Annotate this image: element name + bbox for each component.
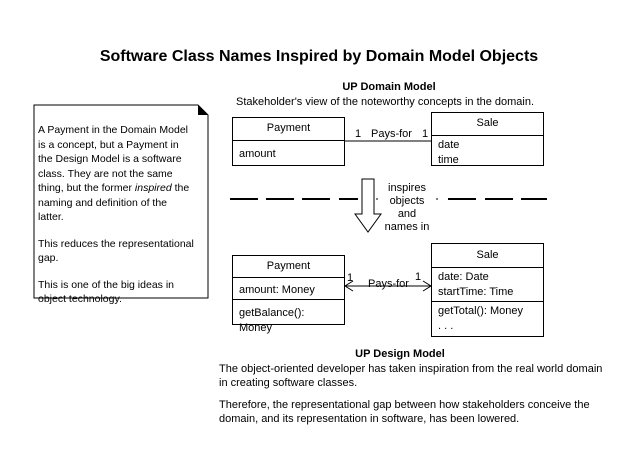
note-outline: [33, 104, 209, 299]
note-line: class. They are not the same: [38, 167, 173, 180]
design-model-description: The object-oriented developer has taken …: [219, 362, 602, 426]
class-attribute: time: [438, 154, 459, 166]
design-association-label: Pays-for: [368, 278, 409, 290]
description-spacer: [219, 390, 602, 398]
explanatory-note: A Payment in the Domain Model is a conce…: [34, 105, 208, 305]
class-attribute: amount: Money: [233, 277, 344, 299]
description-line: Therefore, the representational gap betw…: [219, 399, 590, 411]
inspires-label: inspires objects and names in: [380, 182, 434, 234]
domain-model-subtitle: Stakeholder's view of the noteworthy con…: [236, 96, 535, 108]
class-operation: getTotal(): Money: [438, 305, 523, 317]
domain-payment-class: Payment amount: [232, 117, 345, 166]
domain-sale-class: Sale date time: [431, 112, 544, 166]
class-name: Payment: [266, 260, 311, 272]
description-line: domain, and its representation in softwa…: [219, 413, 520, 425]
note-line: thing, but the former: [38, 182, 135, 194]
class-operation: . . .: [438, 320, 454, 332]
design-model-heading: UP Design Model: [355, 348, 445, 360]
arrowhead-left: [344, 280, 354, 292]
note-line: latter.: [38, 211, 64, 223]
class-operations: getTotal(): Money . . .: [432, 301, 543, 336]
class-attributes: date: Date startTime: Time: [432, 267, 543, 301]
note-line: A Payment in the Domain Model: [38, 124, 188, 136]
inspires-line: and: [397, 208, 417, 220]
class-attributes: date time: [432, 135, 543, 166]
class-name: Payment: [266, 122, 311, 134]
class-operation: getBalance(): Money: [233, 299, 344, 334]
class-attribute: date: [438, 139, 460, 151]
domain-model-heading: UP Domain Model: [342, 81, 436, 93]
description-line: in creating software classes.: [219, 377, 358, 389]
inspires-line: objects: [389, 195, 425, 207]
class-attribute: amount: [233, 140, 344, 165]
note-paragraph-big-idea: This is one of the big ideas in object t…: [38, 278, 174, 306]
inspires-arrow: [354, 178, 382, 233]
note-line: is a concept, but a Payment in: [38, 138, 179, 151]
design-left-multiplicity: 1: [347, 272, 354, 284]
diagram-title: Software Class Names Inspired by Domain …: [99, 48, 539, 65]
inspires-line: inspires: [388, 182, 426, 194]
note-line: the: [171, 182, 190, 194]
class-name: Sale: [476, 117, 499, 129]
class-name: Sale: [476, 249, 499, 261]
domain-right-multiplicity: 1: [422, 128, 429, 140]
domain-left-multiplicity: 1: [355, 128, 362, 140]
description-line: The object-oriented developer has taken …: [219, 363, 603, 375]
domain-association-label: Pays-for: [371, 128, 412, 140]
class-attribute: startTime: Time: [438, 286, 514, 298]
note-paragraph-gap: This reduces the representational gap.: [38, 237, 194, 265]
note-line: naming and definition of the: [38, 196, 168, 209]
design-payment-class: Payment amount: Money getBalance(): Mone…: [232, 255, 345, 334]
note-fold: [198, 105, 208, 115]
design-right-multiplicity: 1: [415, 271, 422, 283]
class-attribute: date: Date: [438, 271, 489, 283]
note-emphasis: inspired: [134, 182, 172, 194]
note-line: the Design Model is a software: [38, 153, 182, 165]
design-sale-class: Sale date: Date startTime: Time getTotal…: [431, 243, 544, 337]
inspires-line: names in: [384, 221, 430, 233]
